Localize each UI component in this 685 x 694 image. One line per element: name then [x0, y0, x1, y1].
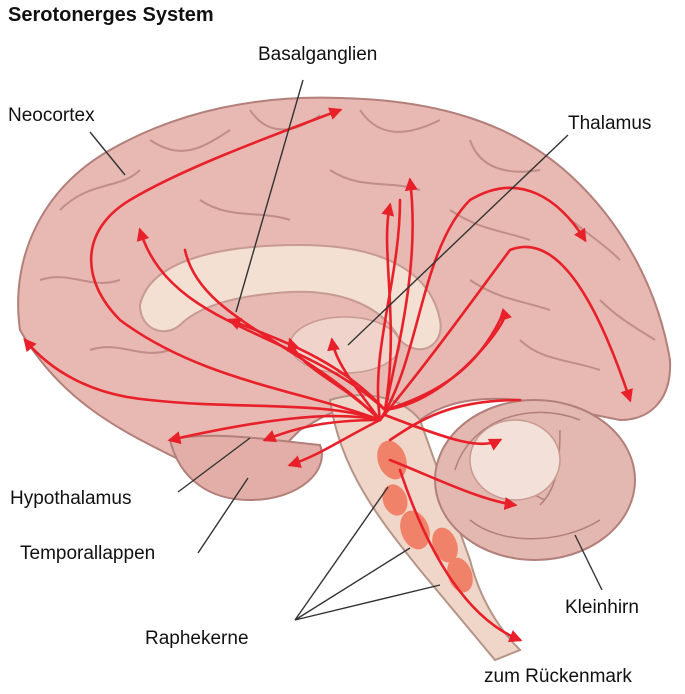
temporal-lobe — [168, 434, 323, 502]
label-rueckenmark: zum Rückenmark — [484, 666, 632, 687]
leader-basalganglien — [235, 79, 304, 313]
corpus-callosum — [138, 243, 442, 351]
leader-raphe-2 — [294, 547, 411, 621]
label-hypothalamus: Hypothalamus — [10, 488, 132, 509]
leader-raphe-1 — [294, 486, 389, 621]
leader-neocortex — [89, 131, 126, 176]
leader-thalamus — [347, 134, 569, 346]
label-basalganglien: Basalganglien — [258, 44, 378, 65]
label-temporallappen: Temporallappen — [20, 543, 156, 564]
label-thalamus: Thalamus — [568, 113, 652, 134]
label-raphekerne: Raphekerne — [145, 628, 249, 649]
label-neocortex: Neocortex — [8, 105, 95, 126]
leader-hypothalamus — [177, 437, 251, 493]
serotonin-pathways — [23, 107, 633, 643]
leader-raphe-3 — [294, 584, 441, 621]
diagram-title: Serotonerges System — [8, 4, 214, 26]
leader-kleinhirn — [574, 534, 603, 591]
leader-temporallappen — [197, 477, 249, 554]
label-kleinhirn: Kleinhirn — [565, 597, 639, 618]
leader-lines — [89, 79, 603, 621]
